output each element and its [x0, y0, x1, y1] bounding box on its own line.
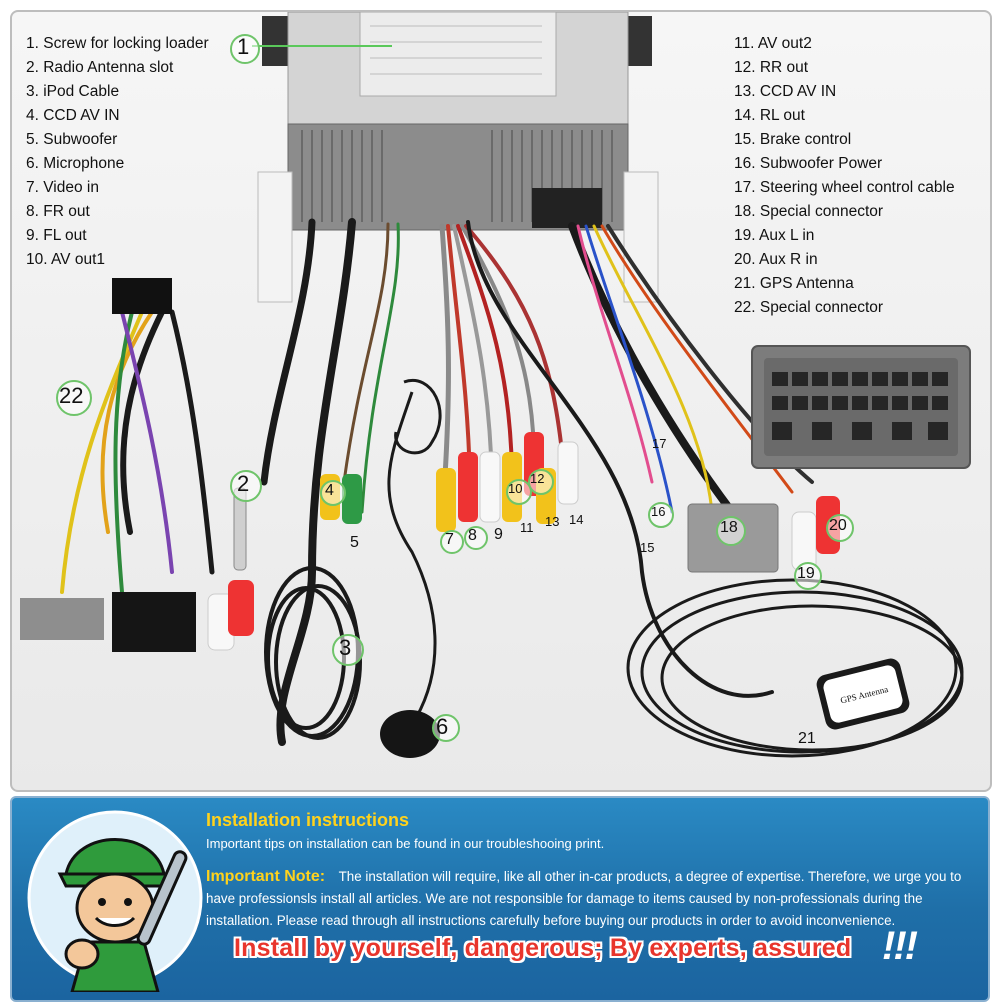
callout-2: 2: [237, 471, 250, 496]
legend-right: 11. AV out2 12. RR out 13. CCD AV IN 14.…: [734, 32, 955, 320]
callout-19: 19: [797, 565, 815, 582]
legend-item-6: 6. Microphone: [26, 155, 125, 172]
callout-12: 12: [530, 471, 545, 486]
connector-22: [20, 278, 196, 652]
cable-bundle: [60, 218, 814, 746]
callout-ring-6: [432, 714, 460, 742]
legend-item-2: 2. Radio Antenna slot: [26, 59, 174, 76]
important-note-label: Important Note:: [206, 868, 326, 885]
legend-item-7: 7. Video in: [26, 179, 99, 196]
legend-item-10: 10. AV out1: [26, 251, 105, 268]
callout-13: 13: [545, 514, 560, 529]
legend-left: 1. Screw for locking loader 2. Radio Ant…: [26, 32, 209, 272]
wiring-diagram-panel: GPS Antenna 1. Screw for locking loader …: [10, 10, 992, 792]
callout-1: 1: [237, 34, 250, 59]
callout-ring-18: [716, 516, 746, 546]
legend-item-16: 16. Subwoofer Power: [734, 155, 883, 172]
callout-14: 14: [569, 512, 584, 527]
legend-item-4: 4. CCD AV IN: [26, 107, 120, 124]
important-note-text: The installation will require, like all …: [206, 869, 962, 928]
gps-antenna-module: GPS Antenna: [816, 658, 910, 730]
install-title: Installation instructions: [206, 810, 410, 830]
legend-item-21: 21. GPS Antenna: [734, 275, 854, 292]
callout-4: 4: [325, 482, 334, 499]
callout-ring-22: [56, 380, 92, 416]
callout-3: 3: [339, 635, 352, 660]
legend-item-12: 12. RR out: [734, 59, 809, 76]
installation-panel: Installation instructions Important tips…: [10, 796, 990, 1002]
callout-5: 5: [350, 534, 359, 551]
callout-ring-7: [440, 530, 464, 554]
callout-11: 11: [520, 520, 534, 535]
legend-item-18: 18. Special connector: [734, 203, 884, 220]
legend-item-3: 3. iPod Cable: [26, 83, 120, 100]
callout-15: 15: [640, 540, 655, 555]
callout-ring-8: [464, 526, 488, 550]
legend-item-17: 17. Steering wheel control cable: [734, 179, 955, 196]
callout-6: 6: [436, 714, 449, 739]
callout-ring-20: [826, 514, 854, 542]
gps-cable-coil: [626, 578, 964, 758]
install-tips: Important tips on installation can be fo…: [206, 836, 605, 851]
head-unit: [257, 12, 659, 303]
legend-item-22: 22. Special connector: [734, 299, 884, 316]
legend-item-15: 15. Brake control: [734, 131, 852, 148]
callout-22: 22: [59, 383, 84, 408]
callout-8: 8: [468, 527, 477, 544]
slogan-exclamation: !!!: [882, 924, 918, 968]
callout-ring-4: [320, 480, 346, 506]
legend-item-1: 1. Screw for locking loader: [26, 35, 209, 52]
callout-20: 20: [829, 517, 847, 534]
callout-17: 17: [652, 436, 667, 451]
legend-item-20: 20. Aux R in: [734, 251, 818, 268]
callout-ring-2: [230, 470, 262, 502]
install-slogan: Install by yourself, dangerous; By exper…: [234, 934, 852, 962]
legend-item-5: 5. Subwoofer: [26, 131, 118, 148]
legend-item-19: 19. Aux L in: [734, 227, 815, 244]
mechanic-mascot-icon: [27, 810, 203, 992]
legend-item-11: 11. AV out2: [734, 35, 812, 52]
callout-ring-10: [506, 479, 532, 505]
callout-21: 21: [798, 730, 816, 747]
callout-16: 16: [651, 504, 666, 519]
callout-7: 7: [445, 531, 454, 548]
connector-closeup: [751, 345, 971, 469]
important-note: Important Note: The installation will re…: [206, 866, 966, 932]
callout-9: 9: [494, 526, 503, 543]
callout-ring-16: [648, 502, 674, 528]
callout-ring-19: [794, 562, 822, 590]
legend-item-13: 13. CCD AV IN: [734, 83, 837, 100]
callout-ring-12: [528, 469, 554, 495]
microphone: [380, 378, 442, 758]
callout-ring-1: [230, 34, 260, 64]
legend-item-14: 14. RL out: [734, 107, 805, 124]
callout-10: 10: [508, 481, 523, 496]
callout-18: 18: [720, 519, 738, 536]
callout-ring-3: [332, 634, 364, 666]
legend-item-8: 8. FR out: [26, 203, 90, 220]
legend-item-9: 9. FL out: [26, 227, 87, 244]
